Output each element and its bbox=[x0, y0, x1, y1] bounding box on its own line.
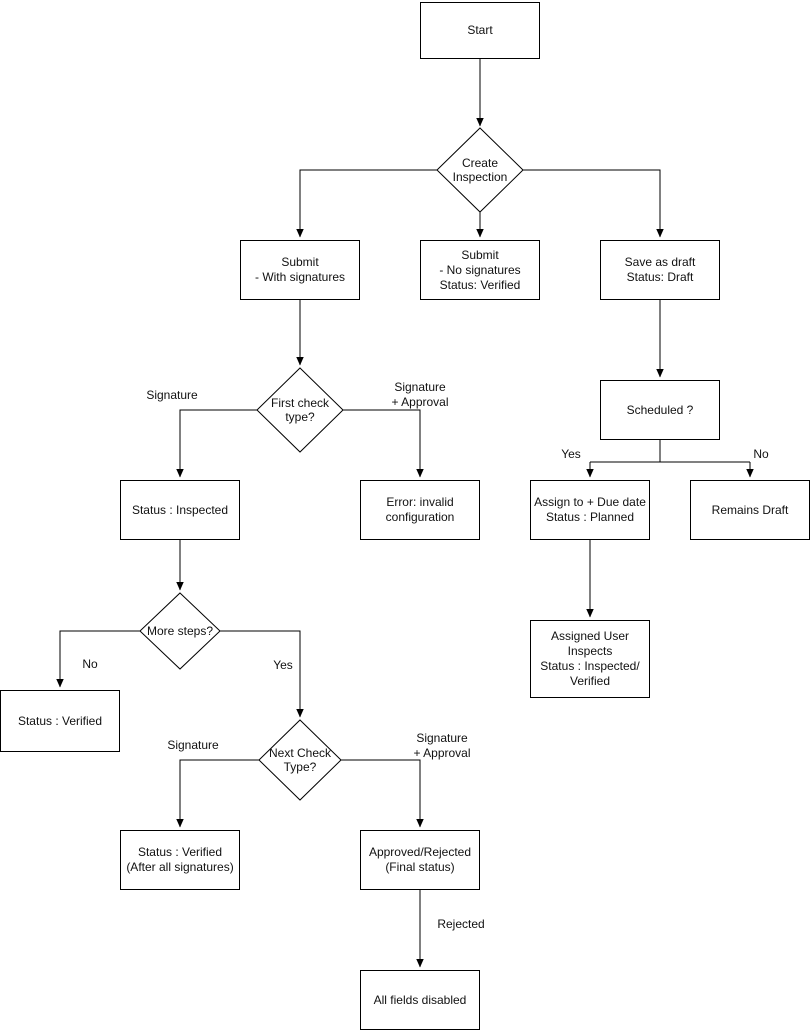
node-status-verified-after-signatures: Status : Verified (After all signatures) bbox=[120, 830, 240, 890]
decision-create-inspection-shape bbox=[436, 127, 524, 213]
edge-label-first-signature: Signature bbox=[146, 388, 198, 402]
edge-label-next-signature-approval: Signature + Approval bbox=[413, 731, 471, 760]
decision-create-inspection: Create Inspection bbox=[452, 155, 508, 184]
node-error-invalid-configuration: Error: invalid configuration bbox=[360, 480, 480, 540]
edge-scheduled-split-trunk bbox=[590, 440, 750, 463]
edge-label-scheduled-yes: Yes bbox=[561, 447, 581, 461]
edge-next-check-to-status-verified-after bbox=[176, 759, 259, 828]
node-all-fields-disabled: All fields disabled bbox=[360, 970, 480, 1030]
node-assigned-user-inspects: Assigned User Inspects Status : Inspecte… bbox=[530, 620, 650, 698]
node-remains-draft: Remains Draft bbox=[690, 480, 810, 540]
edge-label-rejected: Rejected bbox=[437, 917, 485, 931]
node-status-verified: Status : Verified bbox=[0, 690, 120, 752]
decision-next-check-type: Next Check Type? bbox=[268, 745, 332, 774]
node-submit-no-signatures: Submit - No signatures Status: Verified bbox=[420, 240, 540, 300]
node-start: Start bbox=[420, 2, 540, 59]
edge-next-check-to-approved-rejected bbox=[341, 759, 424, 828]
edge-label-more-steps-yes: Yes bbox=[273, 658, 293, 672]
node-assign-to-due-date: Assign to + Due date Status : Planned bbox=[530, 480, 650, 540]
decision-more-steps: More steps? bbox=[146, 623, 214, 638]
edge-more-steps-yes-to-next-check bbox=[220, 630, 304, 718]
edge-first-check-to-error bbox=[343, 409, 424, 478]
decision-next-check-type-shape bbox=[258, 719, 342, 801]
node-approved-rejected: Approved/Rejected (Final status) bbox=[360, 830, 480, 890]
node-save-as-draft: Save as draft Status: Draft bbox=[600, 240, 720, 300]
edge-label-next-signature: Signature bbox=[167, 738, 219, 752]
edge-label-first-signature-approval: Signature + Approval bbox=[391, 380, 449, 409]
edge-more-steps-no-to-status-verified bbox=[56, 630, 140, 688]
node-scheduled: Scheduled ? bbox=[600, 380, 720, 440]
edge-create-to-submit-with-signatures bbox=[296, 169, 437, 238]
edge-create-to-save-as-draft bbox=[523, 169, 664, 238]
decision-more-steps-shape bbox=[139, 592, 221, 670]
node-submit-with-signatures: Submit - With signatures bbox=[240, 240, 360, 300]
edge-label-scheduled-no: No bbox=[753, 447, 769, 461]
edge-label-more-steps-no: No bbox=[82, 657, 98, 671]
decision-first-check-type-shape bbox=[256, 367, 344, 453]
node-status-inspected: Status : Inspected bbox=[120, 480, 240, 540]
edge-first-check-to-status-inspected bbox=[176, 409, 257, 478]
decision-first-check-type: First check type? bbox=[270, 395, 329, 424]
